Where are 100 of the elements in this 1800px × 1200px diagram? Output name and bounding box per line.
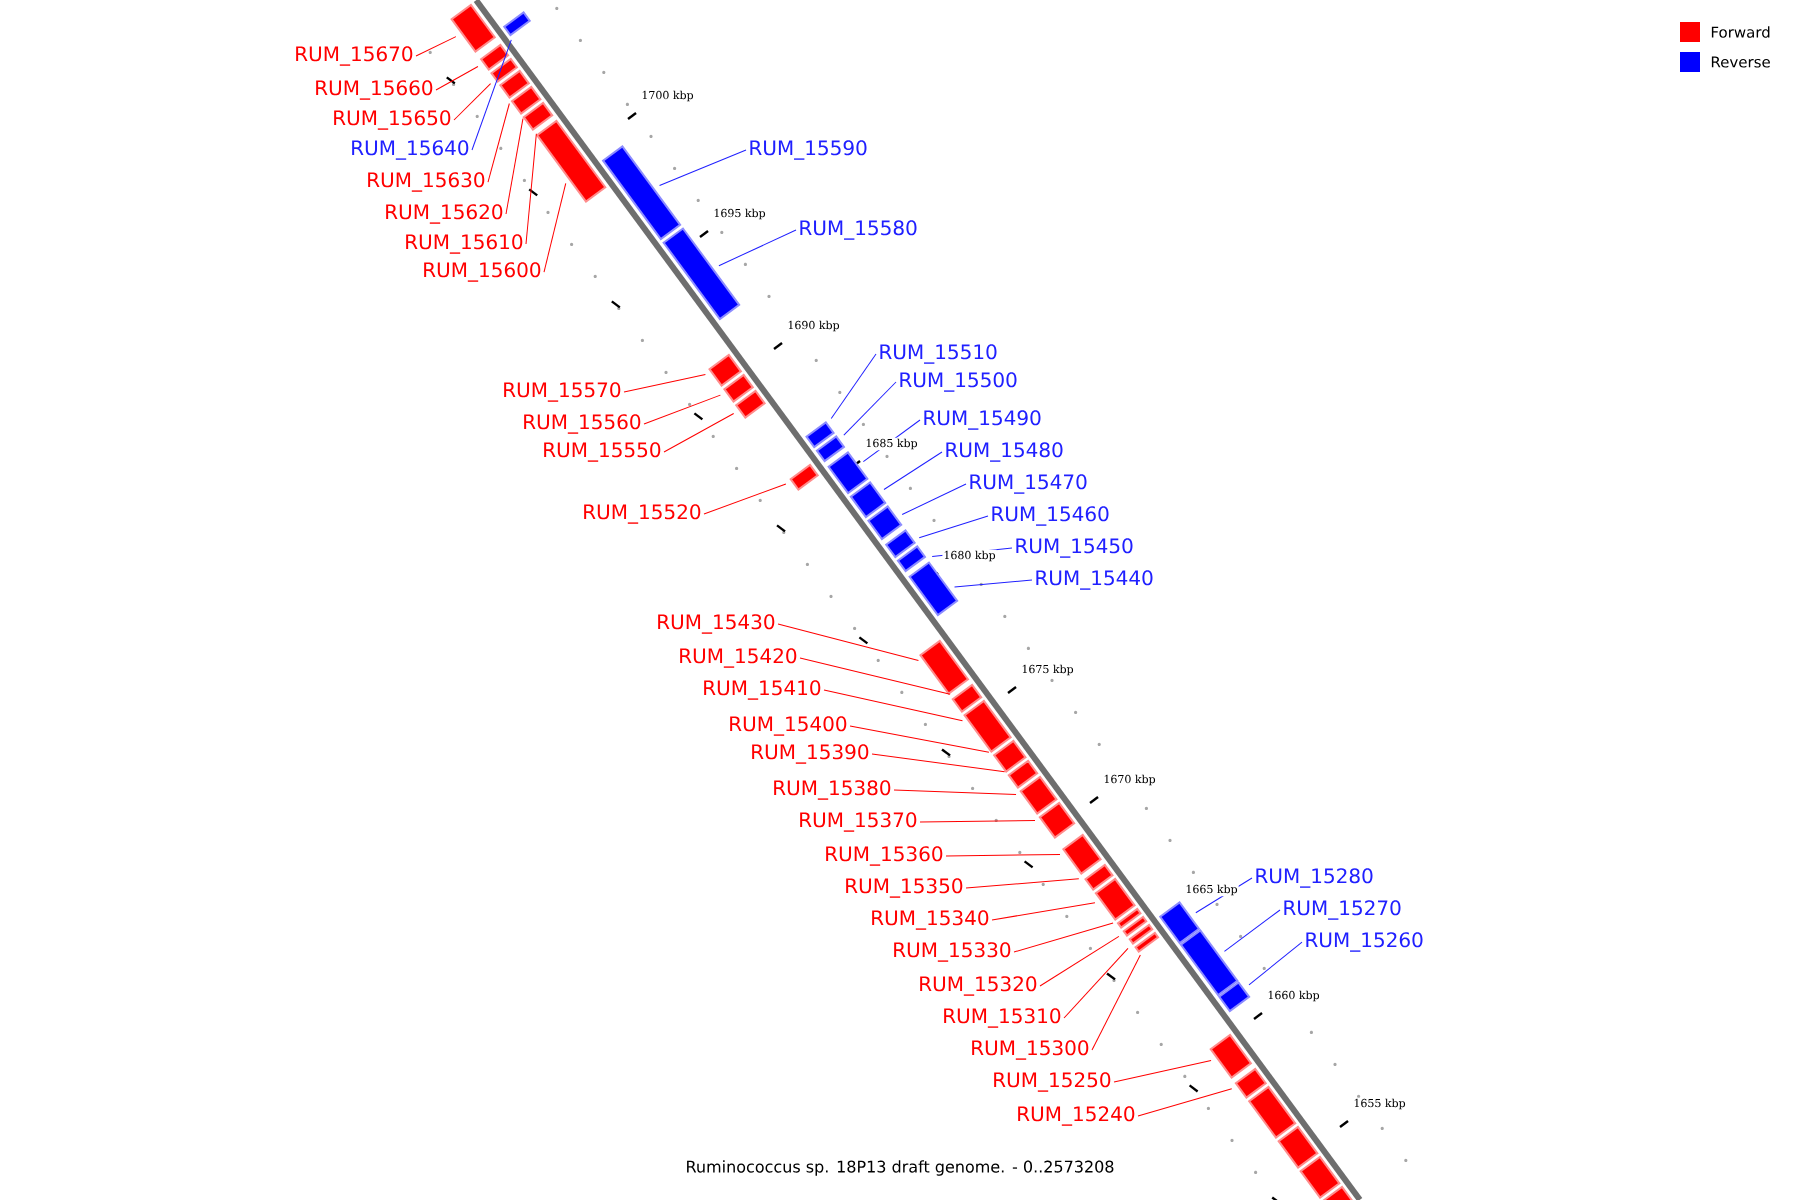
leader-line	[453, 83, 492, 121]
leader-line	[543, 182, 567, 273]
leader-line	[945, 854, 1061, 857]
gene-block	[1062, 833, 1102, 875]
gene-label: RUM_15240	[1018, 1106, 1135, 1126]
gene-label: RUM_15310	[944, 1008, 1061, 1028]
gene-label: RUM_15600	[424, 262, 541, 282]
gene-label: RUM_15440	[1036, 570, 1153, 590]
gene-block	[1019, 775, 1058, 815]
leader-line	[830, 353, 877, 420]
gene-block	[827, 451, 869, 495]
gene-block	[1084, 863, 1114, 891]
gene-label: RUM_15400	[730, 716, 847, 736]
leader-line	[1091, 954, 1141, 1051]
leader-line	[1063, 947, 1129, 1019]
leader-line	[1039, 935, 1120, 987]
gene-block	[951, 683, 983, 713]
gene-block	[1277, 1125, 1319, 1169]
leader-line	[871, 753, 1006, 773]
gene-label: RUM_15670	[296, 46, 413, 66]
gene-block	[1217, 981, 1251, 1013]
leader-line	[1013, 922, 1114, 953]
gene-label: RUM_15580	[800, 220, 917, 240]
leader-line	[901, 483, 967, 515]
leader-line	[471, 39, 512, 151]
gene-block	[805, 421, 835, 449]
leader-line	[1223, 909, 1281, 952]
leader-line	[883, 451, 943, 490]
gene-label: RUM_15350	[846, 878, 963, 898]
leader-line	[505, 118, 524, 215]
leader-line	[703, 483, 787, 515]
gene-label: RUM_15300	[972, 1040, 1089, 1060]
gene-label: RUM_15480	[946, 442, 1063, 462]
gene-label: RUM_15410	[704, 680, 821, 700]
leader-line	[659, 149, 747, 186]
leader-line	[1248, 941, 1303, 986]
leader-line	[965, 878, 1080, 889]
gene-label: RUM_15450	[1016, 538, 1133, 558]
gene-label: RUM_15280	[1256, 868, 1373, 888]
leader-line	[623, 374, 706, 393]
leader-line	[843, 381, 897, 436]
gene-label: RUM_15270	[1284, 900, 1401, 920]
gene-block	[1038, 801, 1076, 839]
gene-label: RUM_15420	[680, 648, 797, 668]
gene-label: RUM_15470	[970, 474, 1087, 494]
leader-line	[643, 394, 721, 425]
caption: Ruminococcus sp. 18P13 draft genome. - 0..2573208	[687, 1160, 1114, 1176]
gene-label: RUM_15250	[994, 1072, 1111, 1092]
gene-label: RUM_15630	[368, 172, 485, 192]
gene-label: RUM_15390	[752, 744, 869, 764]
gene-label: RUM_15260	[1306, 932, 1423, 952]
gene-block	[662, 227, 741, 321]
gene-label: RUM_15560	[524, 414, 641, 434]
leader-line	[415, 36, 457, 57]
gene-block	[479, 43, 510, 71]
leader-line	[663, 412, 735, 453]
gene-label: RUM_15610	[406, 234, 523, 254]
leader-line	[525, 133, 537, 245]
gene-label: RUM_15380	[774, 780, 891, 800]
gene-block	[510, 85, 542, 115]
leader-line	[1137, 1088, 1233, 1117]
gene-label: RUM_15590	[750, 140, 867, 160]
gene-label: RUM_15500	[900, 372, 1017, 392]
leader-line	[991, 902, 1096, 921]
gene-block	[1094, 877, 1136, 921]
gene-label: RUM_15650	[334, 110, 451, 130]
leader-line	[435, 66, 479, 91]
gene-block	[522, 101, 554, 131]
gene-block	[1179, 929, 1239, 997]
leader-line	[918, 515, 989, 539]
gene-label: RUM_15320	[920, 976, 1037, 996]
leader-line	[849, 725, 990, 753]
leader-line	[487, 103, 510, 183]
gene-label: RUM_15330	[894, 942, 1011, 962]
gene-label: RUM_15340	[872, 910, 989, 930]
gene-label: RUM_15360	[826, 846, 943, 866]
leader-line	[718, 229, 797, 267]
gene-block	[1007, 759, 1039, 789]
leader-line	[799, 657, 951, 695]
gene-label: RUM_15660	[316, 80, 433, 100]
gene-label: RUM_15460	[992, 506, 1109, 526]
gene-block	[535, 119, 607, 203]
gene-label: RUM_15570	[504, 382, 621, 402]
gene-block	[849, 481, 887, 519]
leader-line	[919, 820, 1036, 823]
gene-label: RUM_15490	[924, 410, 1041, 430]
gene-label: RUM_15510	[880, 344, 997, 364]
leader-line	[1113, 1060, 1212, 1083]
gene-block	[992, 739, 1027, 773]
leader-line	[893, 789, 1017, 795]
gene-block	[1134, 931, 1160, 953]
gene-block	[601, 145, 682, 241]
gene-label: RUM_15370	[800, 812, 917, 832]
gene-label: RUM_15430	[658, 614, 775, 634]
gene-block	[1247, 1085, 1297, 1139]
gene-block	[908, 561, 959, 617]
gene-label: RUM_15640	[352, 140, 469, 160]
gene-label: RUM_15550	[544, 442, 661, 462]
gene-label: RUM_15520	[584, 504, 701, 524]
gene-block	[1122, 915, 1148, 937]
